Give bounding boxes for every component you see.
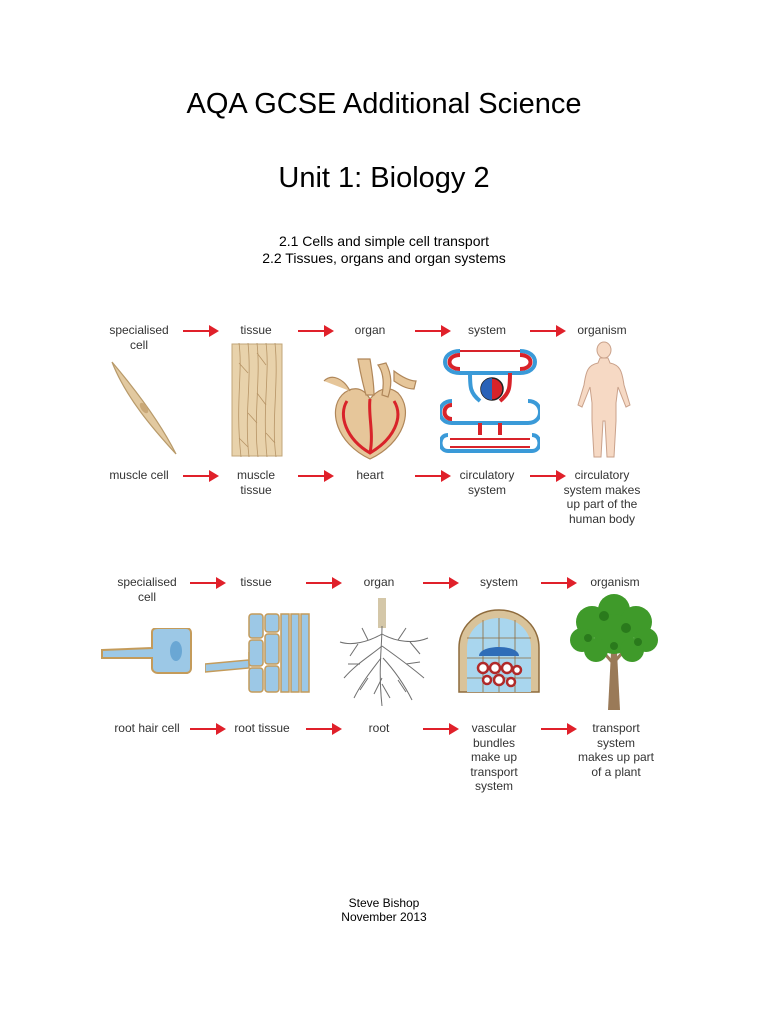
human-body-icon <box>577 341 631 458</box>
arrow-right-icon <box>541 723 577 735</box>
root-tissue-icon <box>205 613 310 693</box>
muscle-cell-icon <box>111 361 177 455</box>
arrow-right-icon <box>183 470 219 482</box>
root-icon <box>339 598 429 707</box>
label-root: root <box>368 721 390 735</box>
section-item: 2.1 Cells and simple cell transport <box>278 233 490 249</box>
arrow-right-icon <box>530 325 566 337</box>
arrow-right-icon <box>190 577 226 589</box>
author-block: Steve Bishop November 2013 <box>0 896 768 924</box>
circulatory-system-icon <box>440 349 540 453</box>
document-title: AQA GCSE Additional Science <box>186 88 582 120</box>
root-hair-cell-icon <box>101 628 192 674</box>
arrow-right-icon <box>306 577 342 589</box>
arrow-right-icon <box>423 577 459 589</box>
vascular-bundle-icon <box>458 609 540 693</box>
arrow-right-icon <box>306 723 342 735</box>
arrow-right-icon <box>298 470 334 482</box>
label-organ: organ <box>354 323 386 337</box>
label-system: system <box>467 323 506 337</box>
arrow-right-icon <box>415 470 451 482</box>
label-tissue: tissue <box>240 575 272 589</box>
section-item: 2.2 Tissues, organs and organ systems <box>262 250 506 266</box>
label-heart: heart <box>356 468 384 482</box>
label-muscle-cell: muscle cell <box>109 468 169 482</box>
unit-title: Unit 1: Biology 2 <box>278 162 490 194</box>
arrow-right-icon <box>541 577 577 589</box>
label-organism: organism <box>590 575 640 589</box>
arrow-right-icon <box>530 470 566 482</box>
label-organ: organ <box>363 575 395 589</box>
arrow-right-icon <box>423 723 459 735</box>
arrow-right-icon <box>190 723 226 735</box>
label-system: system <box>479 575 518 589</box>
document-date: November 2013 <box>341 910 427 924</box>
muscle-tissue-icon <box>231 343 283 457</box>
author-name: Steve Bishop <box>348 896 420 910</box>
label-root-hair-cell: root hair cell <box>114 721 180 735</box>
label-tissue: tissue <box>240 323 272 337</box>
label-organism: organism <box>577 323 627 337</box>
tree-icon <box>570 594 658 710</box>
arrow-right-icon <box>298 325 334 337</box>
label-root-tissue: root tissue <box>234 721 290 735</box>
section-list: 2.1 Cells and simple cell transport 2.2 … <box>0 233 768 267</box>
arrow-right-icon <box>183 325 219 337</box>
arrow-right-icon <box>415 325 451 337</box>
heart-icon <box>323 358 417 460</box>
